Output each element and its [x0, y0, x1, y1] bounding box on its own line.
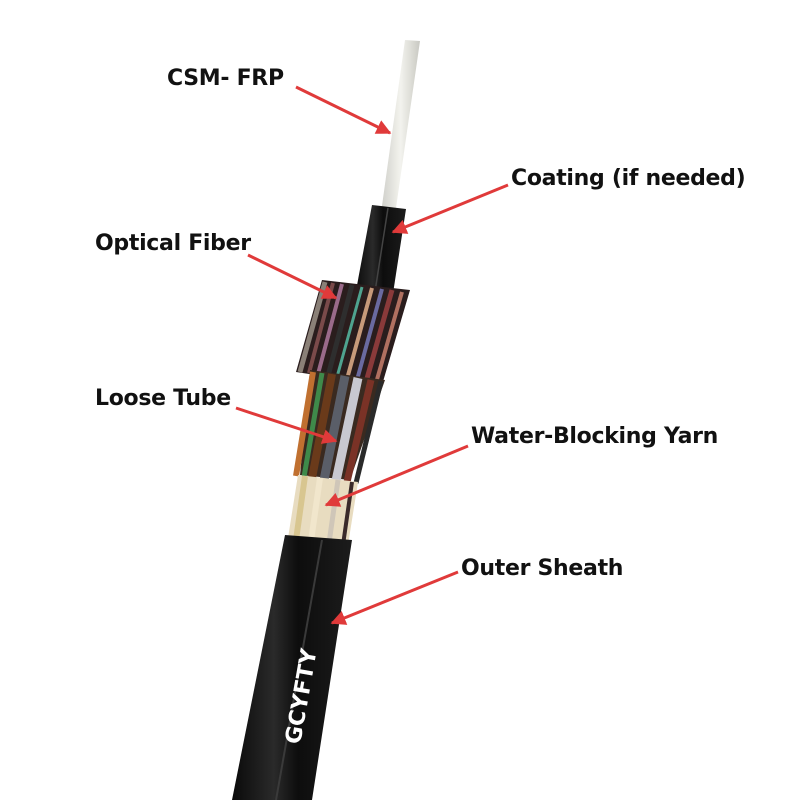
optical-fiber-bundle — [296, 280, 410, 385]
label-optical-fiber: Optical Fiber — [95, 231, 251, 256]
label-loose-tube: Loose Tube — [95, 386, 231, 411]
arrow-water-blocking-yarn — [324, 444, 469, 507]
arrow-coating — [391, 183, 509, 234]
outer-sheath-segment: GCYFTY — [232, 535, 352, 800]
arrow-loose-tube — [235, 406, 338, 444]
label-outer-sheath: Outer Sheath — [461, 556, 624, 581]
arrow-outer-sheath — [330, 570, 459, 625]
arrow-csm-frp — [295, 85, 392, 135]
arrow-optical-fiber — [247, 253, 338, 300]
loose-tube-bundle — [293, 370, 385, 484]
label-coating: Coating (if needed) — [511, 166, 746, 191]
arrows — [235, 85, 509, 625]
frp-rod — [381, 40, 420, 215]
label-water-blocking-yarn: Water-Blocking Yarn — [471, 424, 719, 449]
water-blocking-yarn-segment — [288, 475, 358, 546]
label-csm-frp: CSM- FRP — [167, 66, 284, 91]
